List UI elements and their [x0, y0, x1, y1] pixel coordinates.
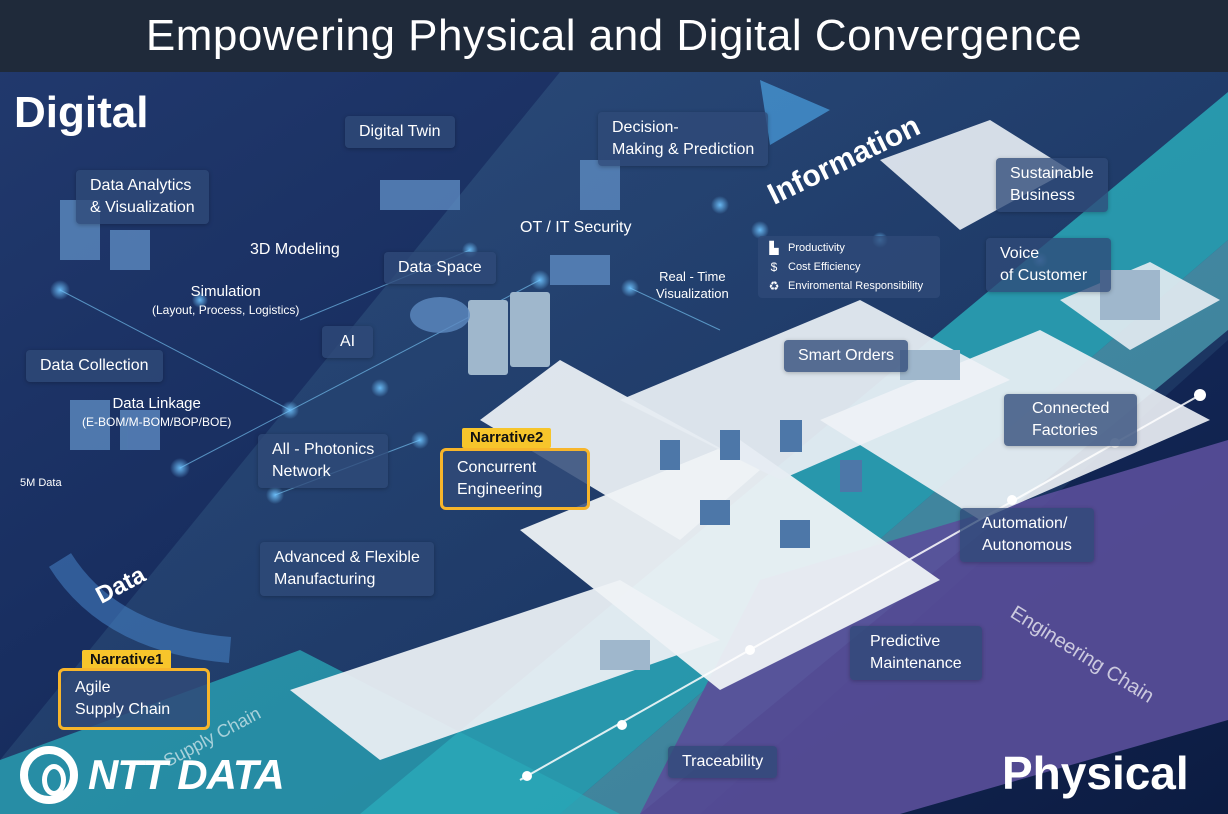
traceability-label: Traceability — [668, 746, 778, 778]
data-analytics-label: Data Analytics & Visualization — [76, 170, 209, 224]
kpi-environment: ♻ Enviromental Responsibility — [766, 277, 932, 296]
digital-heading: Digital — [14, 88, 149, 137]
page-title: Empowering Physical and Digital Converge… — [145, 11, 1083, 60]
factory-icon: ▙ — [769, 241, 779, 255]
narrative2-box: Concurrent Engineering — [440, 448, 590, 510]
logo-text: NTT DATA — [88, 751, 285, 798]
automation-label: Automation/ Autonomous — [960, 508, 1094, 562]
kpi-panel: ▙ Productivity $ Cost Efficiency ♻ Envir… — [758, 236, 940, 298]
simulation-label: Simulation (Layout, Process, Logistics) — [152, 283, 300, 317]
digital-twin-label: Digital Twin — [345, 116, 455, 148]
3d-modeling-label: 3D Modeling — [250, 241, 340, 258]
5m-data-label: 5M Data — [20, 477, 62, 489]
smart-orders-label: Smart Orders — [784, 340, 909, 372]
data-space-label: Data Space — [384, 252, 496, 284]
ai-label: AI — [322, 326, 374, 358]
title-bar: Empowering Physical and Digital Converge… — [0, 0, 1228, 72]
kpi-productivity: ▙ Productivity — [766, 239, 932, 258]
data-linkage-label: Data Linkage (E-BOM/M-BOM/BOP/BOE) — [82, 395, 232, 429]
all-photonics-label: All - Photonics Network — [258, 434, 389, 488]
ot-it-security-label: OT / IT Security — [520, 219, 632, 236]
kpi-cost-efficiency: $ Cost Efficiency — [766, 258, 932, 277]
recycle-icon: ♻ — [768, 279, 780, 293]
real-time-visualization-label: Real - Time Visualization — [656, 269, 729, 301]
dollar-icon: $ — [770, 260, 778, 274]
data-collection-label: Data Collection — [26, 350, 163, 382]
decision-making-label: Decision- Making & Prediction — [598, 112, 769, 166]
narrative2-tag: Narrative2 — [462, 428, 552, 448]
ntt-data-logo: NTT DATA — [20, 746, 285, 804]
narrative1-tag: Narrative1 — [82, 650, 172, 670]
advanced-manufacturing-label: Advanced & Flexible Manufacturing — [260, 542, 434, 596]
logo-mark-icon — [20, 746, 78, 804]
sustainable-business-label: Sustainable Business — [996, 158, 1108, 212]
connected-factories-label: Connected Factories — [1004, 394, 1138, 446]
physical-heading: Physical — [1002, 747, 1189, 799]
narrative1-box: Agile Supply Chain — [58, 668, 210, 730]
predictive-maintenance-label: Predictive Maintenance — [850, 626, 982, 680]
voice-of-customer-label: Voice of Customer — [986, 238, 1112, 292]
